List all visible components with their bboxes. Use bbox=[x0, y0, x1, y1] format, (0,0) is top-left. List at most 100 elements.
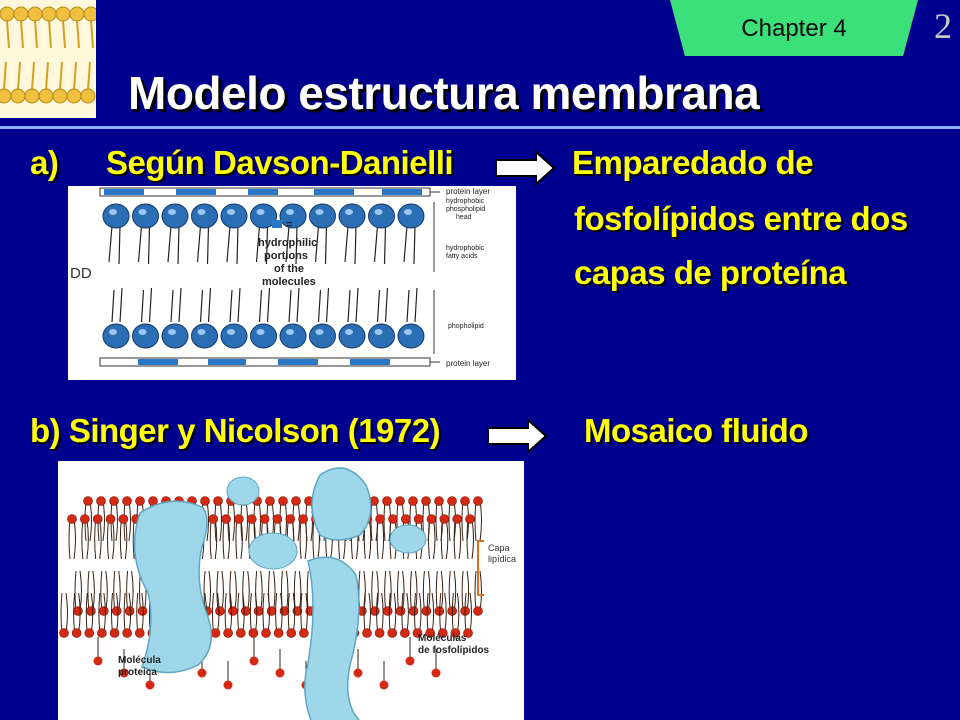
dd-tail bbox=[258, 287, 271, 323]
section-b-author: b) Singer y Nicolson (1972) bbox=[30, 412, 441, 449]
corner-head bbox=[80, 88, 96, 104]
dd-head bbox=[102, 323, 130, 349]
fm-tail bbox=[384, 570, 392, 612]
fm-tail bbox=[422, 570, 431, 612]
fm-head bbox=[387, 628, 398, 638]
dd-tail bbox=[406, 287, 418, 323]
fm-tail bbox=[397, 570, 405, 612]
dd-head bbox=[191, 323, 218, 349]
dd-head bbox=[397, 203, 425, 229]
dd-tail bbox=[255, 225, 269, 265]
fm-head bbox=[223, 680, 233, 690]
dd-head-shine bbox=[109, 329, 117, 335]
fm-head bbox=[299, 628, 309, 638]
corner-tail bbox=[62, 19, 66, 49]
fm-head bbox=[395, 606, 406, 616]
fm-head bbox=[405, 656, 415, 666]
fm-tail bbox=[216, 570, 224, 612]
dd-head-shine bbox=[404, 329, 412, 335]
fm-tail bbox=[474, 500, 482, 542]
fm-head bbox=[275, 668, 285, 678]
dd-head bbox=[132, 203, 159, 229]
dd-head-shine bbox=[345, 329, 353, 335]
dd-tail bbox=[373, 225, 387, 265]
fm-head bbox=[375, 514, 385, 524]
corner-head bbox=[41, 6, 57, 22]
dd-tail bbox=[108, 225, 121, 265]
label-capa-1: Capa bbox=[488, 543, 510, 553]
label-mol-fos-2: de fosfolípidos bbox=[418, 645, 490, 656]
chapter-tab: Chapter 4 bbox=[670, 0, 918, 56]
fm-head bbox=[421, 606, 432, 616]
dd-head bbox=[279, 203, 307, 229]
fm-head bbox=[473, 496, 483, 506]
capa-bracket bbox=[477, 540, 484, 596]
fm-head bbox=[124, 606, 135, 616]
fm-head bbox=[228, 606, 238, 616]
dd-head bbox=[220, 203, 248, 229]
dd-protein-patch bbox=[350, 359, 390, 365]
fm-head bbox=[259, 514, 270, 524]
dd-head-shine bbox=[138, 209, 147, 215]
dd-head-shine bbox=[345, 209, 353, 215]
section-a-marker: a) bbox=[30, 144, 59, 181]
slide-title: Modelo estructura membrana bbox=[128, 67, 760, 119]
dd-tail bbox=[140, 287, 153, 323]
fm-head bbox=[240, 606, 251, 616]
legend-line-0: hydrophilic bbox=[258, 237, 317, 249]
fm-protein bbox=[248, 532, 298, 570]
dd-tail bbox=[167, 225, 180, 265]
fm-tail bbox=[203, 570, 212, 612]
corner-tail bbox=[87, 61, 91, 91]
corner-head bbox=[24, 88, 40, 104]
fm-head bbox=[223, 628, 233, 638]
fm-head bbox=[382, 496, 392, 506]
fm-head bbox=[135, 496, 145, 506]
fm-head bbox=[111, 606, 122, 616]
fm-head bbox=[208, 514, 219, 524]
fm-head bbox=[80, 514, 90, 524]
corner-tail bbox=[73, 61, 77, 91]
fm-head bbox=[408, 606, 419, 616]
fm-tail bbox=[87, 570, 95, 612]
fm-head bbox=[73, 606, 83, 616]
fm-head bbox=[279, 606, 290, 616]
dd-head bbox=[191, 203, 218, 229]
label-protein-top: protein layer bbox=[446, 187, 490, 196]
fm-head bbox=[439, 514, 450, 524]
dd-head-shine bbox=[256, 209, 265, 215]
corner-tail bbox=[48, 19, 52, 49]
dd-tail bbox=[376, 287, 389, 323]
fm-tail bbox=[68, 518, 76, 560]
fm-head bbox=[261, 628, 271, 638]
fm-head bbox=[426, 514, 437, 524]
corner-tail bbox=[45, 61, 49, 91]
dd-head-shine bbox=[256, 329, 265, 335]
chapter-label: Chapter 4 bbox=[741, 15, 847, 42]
corner-tail bbox=[34, 19, 38, 49]
fm-head bbox=[134, 628, 145, 638]
fm-head bbox=[265, 496, 275, 506]
fm-tail bbox=[409, 570, 418, 612]
corner-head bbox=[69, 6, 85, 22]
label-protein-bottom: protein layer bbox=[446, 359, 490, 368]
dd-head-shine bbox=[109, 209, 117, 215]
legend-line-3: molecules bbox=[262, 276, 316, 288]
dd-protein-patch bbox=[382, 189, 422, 195]
fm-head bbox=[99, 606, 109, 616]
dd-head bbox=[309, 203, 336, 229]
fm-protein bbox=[304, 556, 361, 720]
dd-protein-patch bbox=[138, 359, 178, 365]
fm-tail bbox=[229, 570, 237, 612]
fm-head bbox=[353, 668, 363, 678]
fm-head bbox=[412, 628, 423, 638]
fm-head bbox=[67, 514, 77, 524]
dd-bracket bbox=[430, 191, 440, 363]
fm-head bbox=[234, 514, 244, 524]
fm-tail bbox=[126, 570, 134, 612]
dd-tail bbox=[137, 225, 151, 265]
fm-head bbox=[408, 496, 418, 506]
fm-tail bbox=[371, 570, 379, 612]
fm-head bbox=[379, 680, 389, 690]
fm-head bbox=[92, 514, 103, 524]
